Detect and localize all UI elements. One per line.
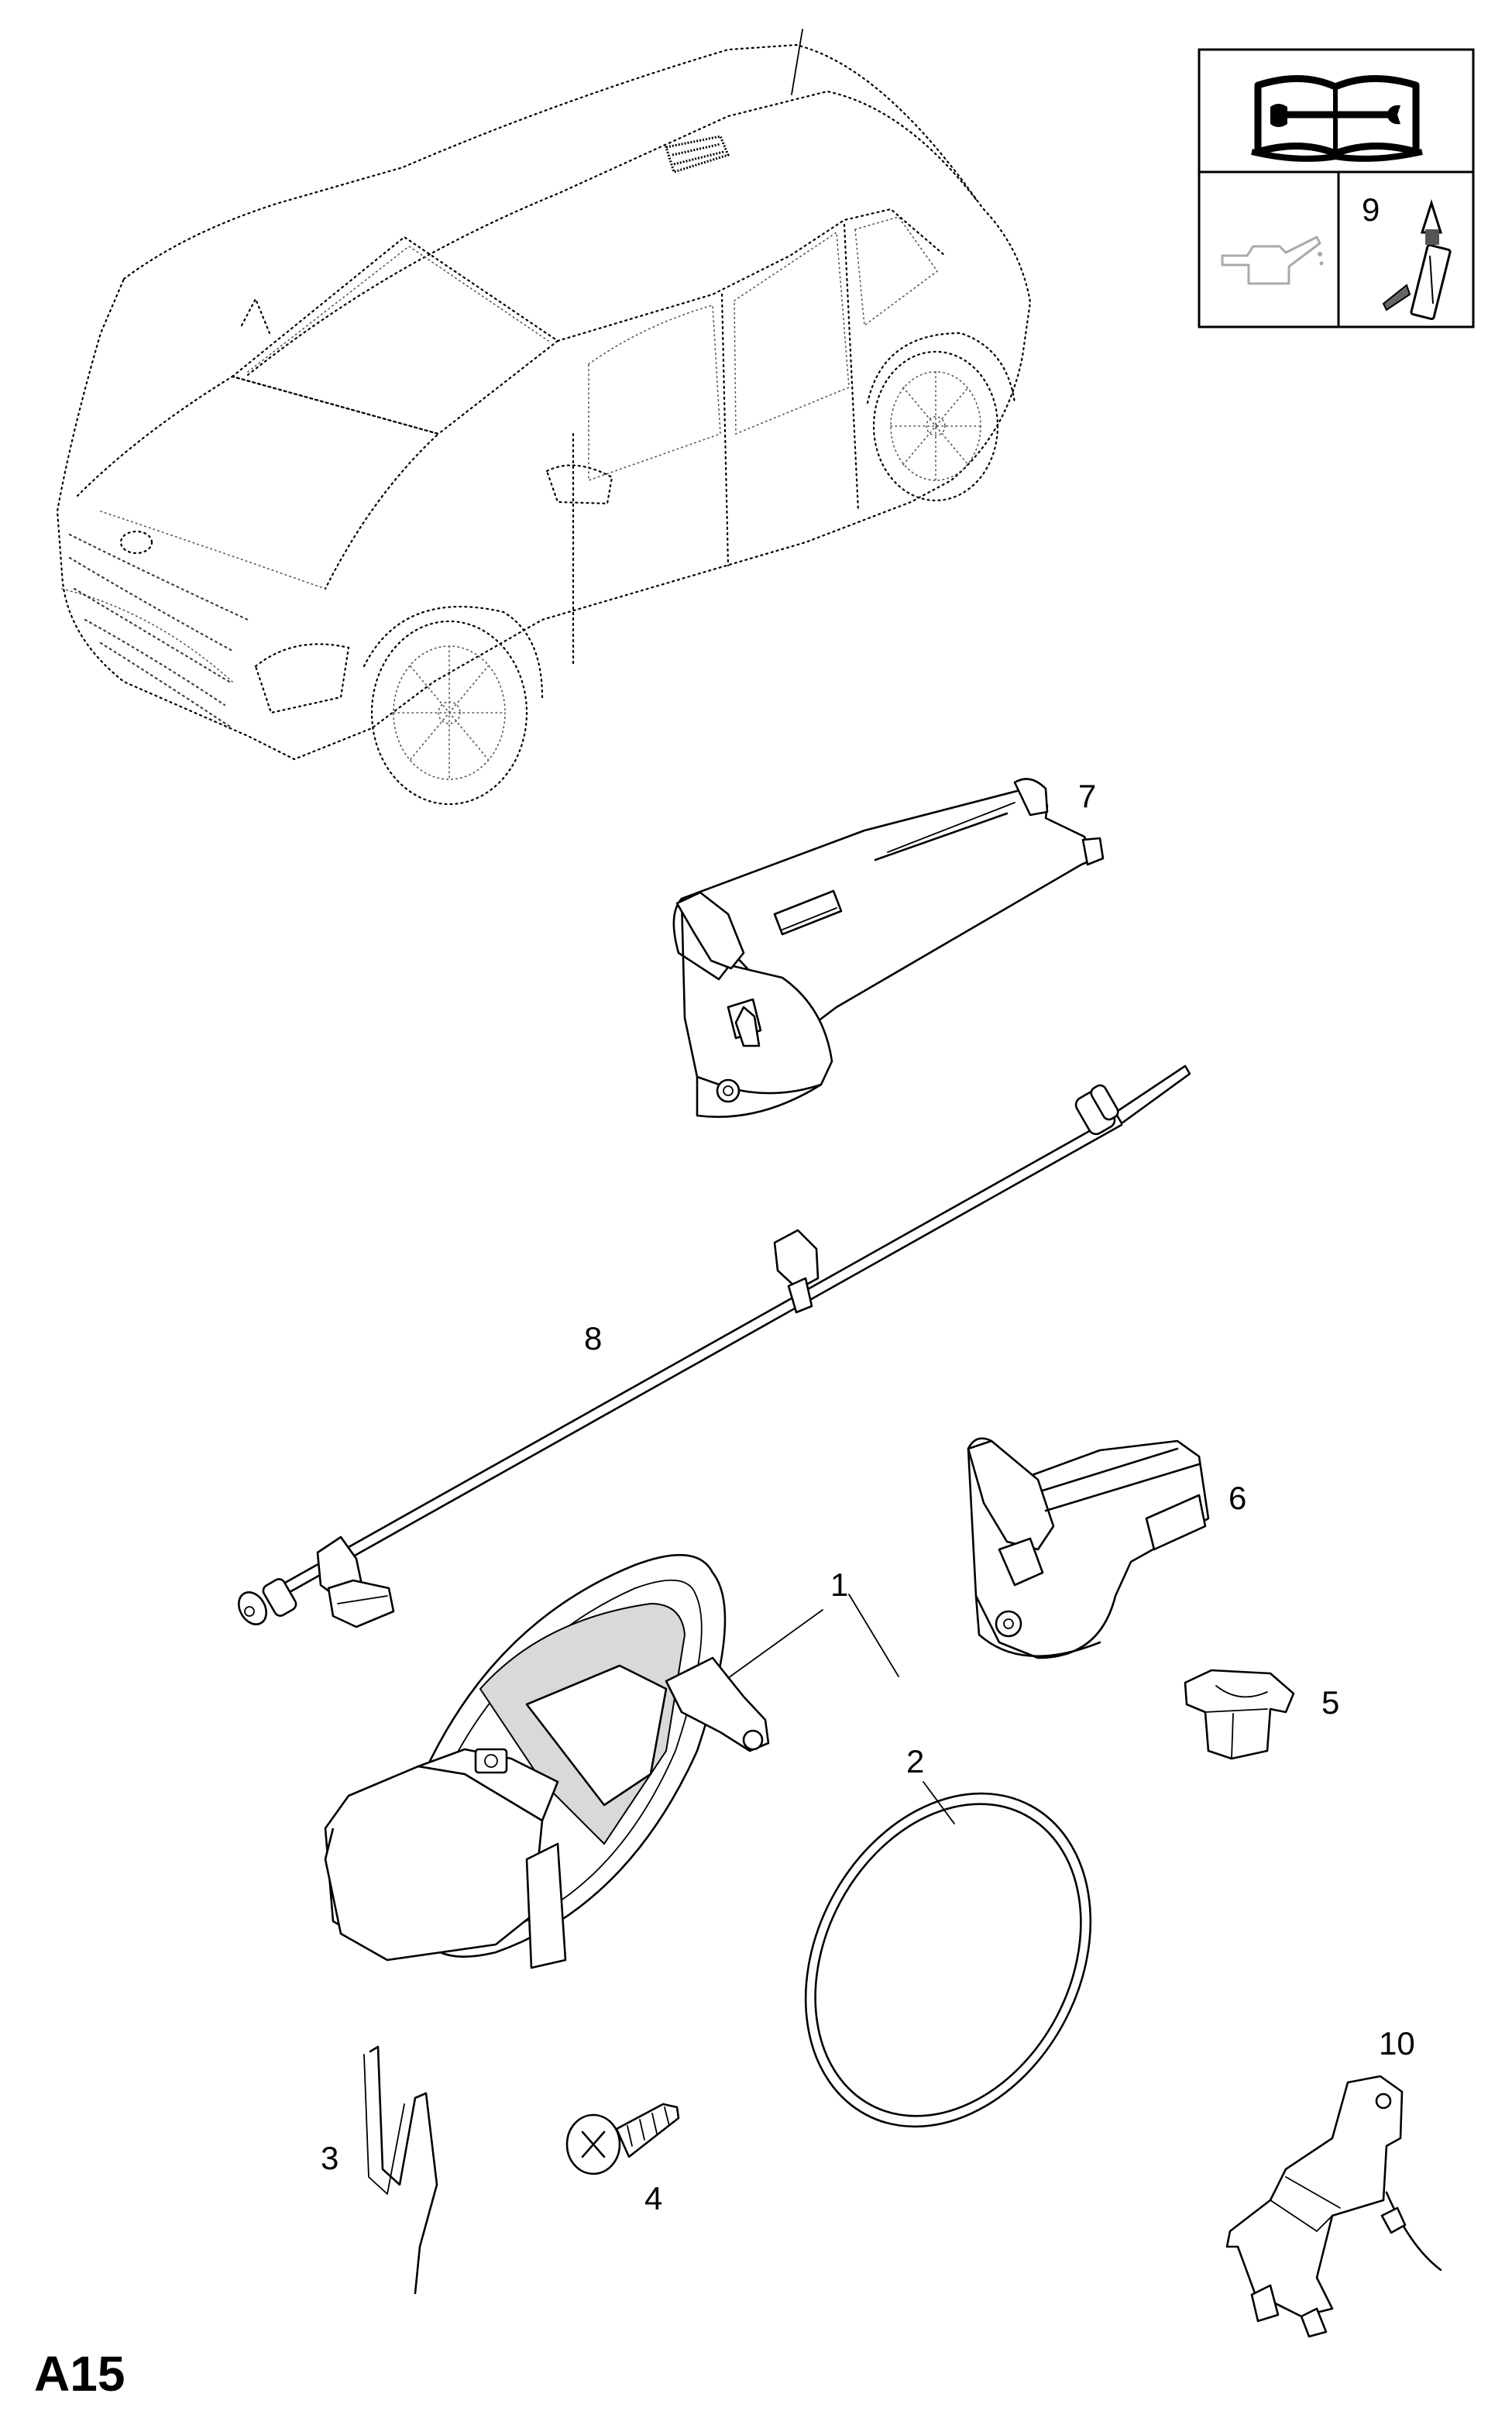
callout-1: 1 [830,1566,848,1603]
callout-7: 7 [1078,778,1096,814]
callout-5: 5 [1321,1684,1339,1721]
page-code: A15 [34,2346,125,2402]
part-1-fuel-filler-flap [324,1553,823,1969]
sealant-tube-icon [1382,199,1452,321]
vehicle-location-view [56,29,1032,806]
callout-10: 10 [1379,2025,1415,2062]
part-6-lock-housing [967,1437,1210,1659]
part-2-seal-ring [804,1594,1092,2128]
part-3-wire-spring [363,2045,438,2295]
legend-box: 9 [1198,48,1475,328]
part-7-release-housing [672,778,1105,1118]
fuel-flap-location-marker [665,135,730,174]
callout-2: 2 [906,1743,924,1780]
callout-8: 8 [584,1320,602,1357]
callout-6: 6 [1228,1480,1246,1516]
sealant-callout: 9 [1362,191,1380,228]
part-5-clip [1184,1669,1295,1760]
repair-manual-icon [1251,74,1423,162]
grille-dots [68,533,249,730]
oil-can-icon [1221,236,1324,285]
part-8-release-cable [238,1064,1191,1628]
callout-3: 3 [321,2140,338,2176]
callout-4: 4 [644,2180,662,2216]
part-10-bracket [1225,2075,1442,2338]
part-4-screw [565,2103,680,2175]
